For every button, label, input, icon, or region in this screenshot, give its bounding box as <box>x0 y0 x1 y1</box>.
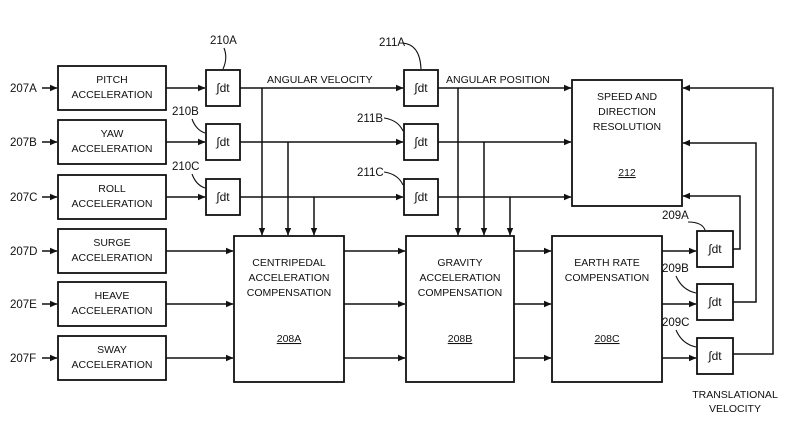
sensor-heave-label-2: ACCELERATION <box>72 305 153 317</box>
sensor-pitch-label-2: ACCELERATION <box>72 89 153 101</box>
gravity-label-2: ACCELERATION <box>420 272 501 284</box>
block-centripetal: CENTRIPEDAL ACCELERATION COMPENSATION 20… <box>233 235 345 383</box>
ref-210b: 210B <box>172 106 199 118</box>
integrator-symbol: ∫dt <box>707 242 722 256</box>
integrator-symbol: ∫dt <box>215 81 230 95</box>
ref-211b: 211B <box>357 113 383 125</box>
sensor-pitch-label-1: PITCH <box>96 74 128 86</box>
earth-rate-label-2: COMPENSATION <box>565 272 649 284</box>
integrator-209c: ∫dt <box>696 337 734 375</box>
integrator-symbol: ∫dt <box>215 190 230 204</box>
integrator-211b: ∫dt <box>403 123 439 161</box>
sensor-surge-label-1: SURGE <box>93 237 130 249</box>
speed-direction-label-3: RESOLUTION <box>593 121 661 133</box>
centripetal-label-3: COMPENSATION <box>247 287 331 299</box>
ref-210c: 210C <box>172 161 200 173</box>
ref-207b: 207B <box>10 137 37 149</box>
ref-209c: 209C <box>662 317 690 329</box>
block-gravity: GRAVITY ACCELERATION COMPENSATION 208B <box>405 235 515 383</box>
integrator-210b: ∫dt <box>205 123 241 161</box>
sensor-refs: 207A 207B 207C 207D 207E 207F <box>10 83 58 365</box>
block-earth-rate: EARTH RATE COMPENSATION 208C <box>551 235 663 383</box>
sensor-heave: HEAVE ACCELERATION <box>57 281 167 327</box>
integrator-symbol: ∫dt <box>413 135 428 149</box>
sensor-sway: SWAY ACCELERATION <box>57 335 167 381</box>
sensor-pitch: PITCH ACCELERATION <box>57 65 167 111</box>
integrator-symbol: ∫dt <box>413 81 428 95</box>
ref-207f: 207F <box>10 353 36 365</box>
block-speed-direction: SPEED AND DIRECTION RESOLUTION 212 <box>571 79 683 207</box>
sensor-yaw-label-2: ACCELERATION <box>72 143 153 155</box>
integrator-210c: ∫dt <box>205 178 241 216</box>
sensor-sway-label-2: ACCELERATION <box>72 359 153 371</box>
gravity-ref: 208B <box>448 333 473 345</box>
integrator-symbol: ∫dt <box>707 295 722 309</box>
earth-rate-ref: 208C <box>594 333 620 345</box>
integrator-209b: ∫dt <box>696 283 734 321</box>
ref-210a: 210A <box>210 35 237 47</box>
earth-rate-label-1: EARTH RATE <box>574 257 640 269</box>
gravity-label-3: COMPENSATION <box>418 287 502 299</box>
centripetal-ref: 208A <box>277 333 302 345</box>
wiring <box>166 84 774 362</box>
sensor-sway-label-1: SWAY <box>97 344 127 356</box>
label-translational-1: TRANSLATIONAL <box>692 389 778 401</box>
ref-209a: 209A <box>662 210 689 222</box>
sensor-roll-label-1: ROLL <box>98 183 126 195</box>
integrator-symbol: ∫dt <box>215 135 230 149</box>
centripetal-label-2: ACCELERATION <box>249 272 330 284</box>
speed-direction-ref: 212 <box>618 167 636 179</box>
label-translational-2: VELOCITY <box>709 403 761 415</box>
integrator-211a: ∫dt <box>403 69 439 107</box>
sensor-roll-label-2: ACCELERATION <box>72 198 153 210</box>
speed-direction-label-1: SPEED AND <box>597 91 658 103</box>
ref-207d: 207D <box>10 246 38 258</box>
ref-207c: 207C <box>10 192 38 204</box>
sensor-yaw: YAW ACCELERATION <box>57 119 167 165</box>
centripetal-label-1: CENTRIPEDAL <box>252 257 326 269</box>
integrator-symbol: ∫dt <box>707 349 722 363</box>
integrator-symbol: ∫dt <box>413 190 428 204</box>
gravity-label-1: GRAVITY <box>437 257 482 269</box>
ref-207e: 207E <box>10 299 37 311</box>
integrator-209a: ∫dt <box>696 230 734 268</box>
integrator-210a: ∫dt <box>205 69 241 107</box>
sensor-heave-label-1: HEAVE <box>95 290 130 302</box>
integrator-211c: ∫dt <box>403 178 439 216</box>
sensor-roll: ROLL ACCELERATION <box>57 174 167 220</box>
label-angular-velocity: ANGULAR VELOCITY <box>267 74 373 86</box>
sensor-surge-label-2: ACCELERATION <box>72 252 153 264</box>
ref-211c: 211C <box>357 167 384 179</box>
sensor-yaw-label-1: YAW <box>101 128 124 140</box>
ref-211a: 211A <box>379 37 405 49</box>
label-angular-position: ANGULAR POSITION <box>446 74 550 86</box>
speed-direction-label-2: DIRECTION <box>598 106 656 118</box>
ref-209b: 209B <box>662 263 689 275</box>
sensor-surge: SURGE ACCELERATION <box>57 228 167 274</box>
ref-207a: 207A <box>10 83 37 95</box>
integrator-refs: 210A 210B 210C 211A 211B 211C 209A 209B … <box>172 35 706 348</box>
